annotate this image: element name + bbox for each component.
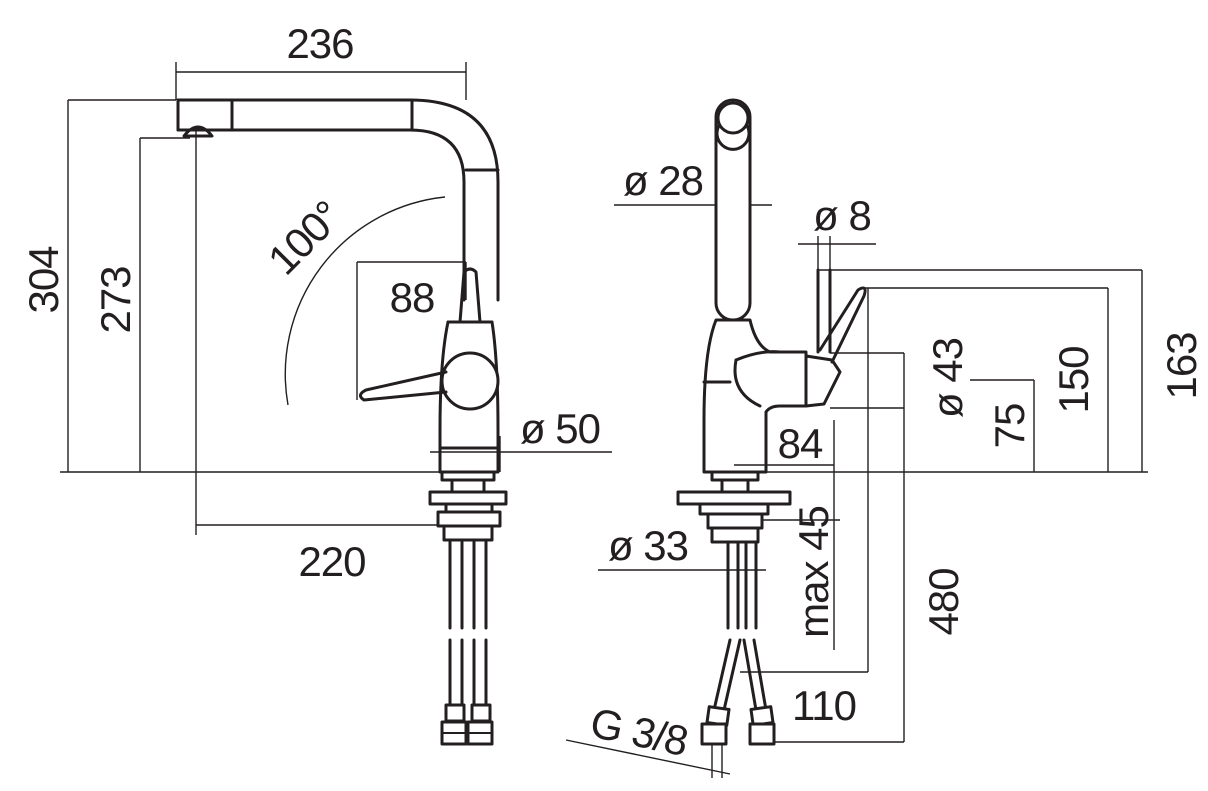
front-height-273-label: 273 — [92, 266, 139, 333]
front-lever-offset-label: 88 — [390, 274, 435, 321]
side-thread-label: G 3/8 — [586, 699, 691, 765]
side-body — [702, 268, 867, 474]
side-depth-label: 84 — [778, 420, 823, 467]
side-spout-diameter-label: ø 28 — [623, 157, 703, 204]
side-height-150-label: 150 — [1050, 346, 1097, 413]
front-body — [359, 267, 500, 474]
front-body-diameter-label: ø 50 — [520, 405, 600, 452]
side-mounting — [676, 470, 792, 746]
front-reach-label: 220 — [298, 538, 365, 585]
front-width-label: 236 — [286, 20, 353, 67]
front-height-304-label: 304 — [20, 246, 67, 314]
side-height-75-label: 75 — [986, 404, 1033, 449]
front-angle-label: 100° — [259, 192, 351, 284]
side-spout — [714, 98, 752, 322]
front-view: 236 304 273 100° 88 ø 50 220 — [20, 20, 612, 746]
side-hose-spread-label: 110 — [792, 682, 856, 729]
front-dimension-lines — [60, 62, 612, 535]
side-shank-diameter-label: ø 33 — [608, 522, 688, 569]
side-deck-thickness-label: max 45 — [790, 506, 837, 638]
front-spout — [176, 98, 500, 302]
side-hose-length-label: 480 — [920, 568, 967, 635]
side-handle-diameter-label: ø 43 — [924, 338, 971, 418]
front-mounting — [428, 470, 508, 746]
side-lever-diameter-label: ø 8 — [813, 192, 871, 239]
side-height-163-label: 163 — [1158, 332, 1205, 399]
side-view: ø 28 ø 8 163 150 ø 43 75 84 max 45 ø 33 … — [565, 98, 1205, 778]
